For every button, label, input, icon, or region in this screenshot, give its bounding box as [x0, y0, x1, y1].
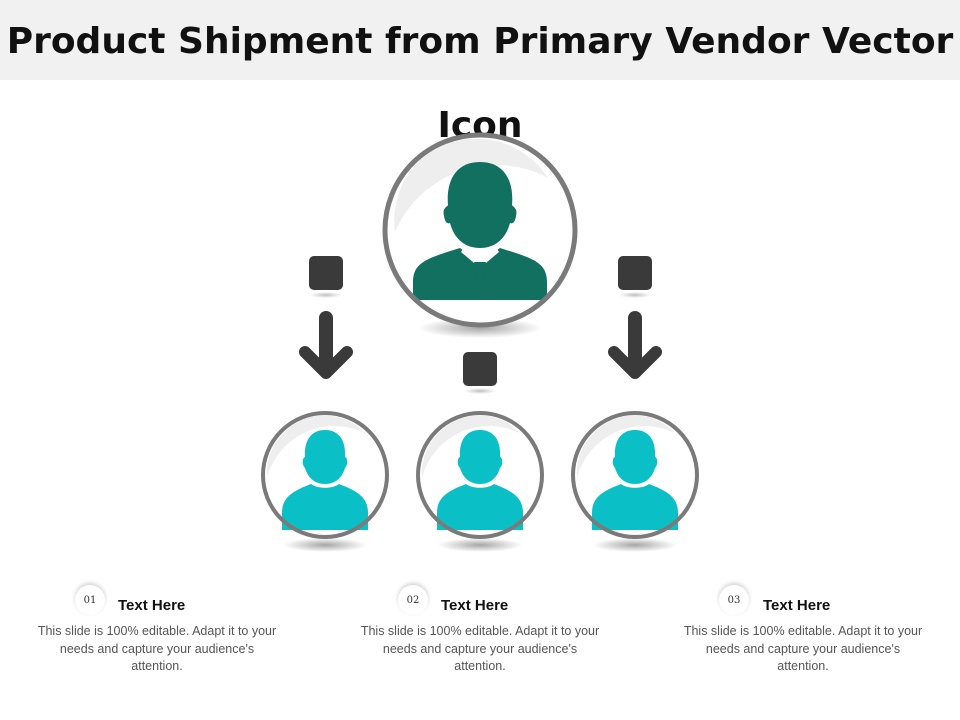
item-heading: Text Here [441, 597, 509, 614]
square-icon [618, 256, 652, 290]
arrow-down-icon [608, 311, 662, 379]
item-description: This slide is 100% editable. Adapt it to… [360, 624, 600, 673]
vendor-ring [382, 132, 578, 328]
recipient-node-3 [571, 411, 699, 552]
connector-right [608, 256, 662, 379]
number-badge: 02 [398, 585, 428, 615]
recipient-highlight [421, 415, 520, 477]
recipient-ring [416, 411, 544, 539]
recipient-ring [261, 411, 389, 539]
number-badge: 03 [719, 585, 749, 615]
connector-center [463, 352, 497, 394]
person-icon [592, 430, 678, 530]
vendor-node [382, 132, 578, 338]
vendor-highlight [394, 138, 548, 232]
square-icon [309, 256, 343, 290]
title-bar [0, 0, 960, 80]
recipient-highlight [266, 415, 365, 477]
businessman-icon [413, 162, 547, 300]
connector-left [299, 256, 353, 379]
page-title: Product Shipment from Primary Vendor Vec… [6, 21, 954, 146]
recipient-node-1 [261, 411, 389, 552]
recipient-shadow [283, 538, 367, 552]
vendor-shadow [418, 318, 542, 338]
recipient-shadow [593, 538, 677, 552]
item-heading: Text Here [118, 597, 186, 614]
square-icon [463, 352, 497, 386]
person-icon [437, 430, 523, 530]
item-heading: Text Here [763, 597, 831, 614]
recipient-highlight [576, 415, 675, 477]
recipient-ring [571, 411, 699, 539]
recipient-shadow [438, 538, 522, 552]
recipient-node-2 [416, 411, 544, 552]
arrow-down-icon [299, 311, 353, 379]
person-icon [282, 430, 368, 530]
item-description: This slide is 100% editable. Adapt it to… [37, 624, 277, 673]
number-badge: 01 [75, 585, 105, 615]
item-description: This slide is 100% editable. Adapt it to… [683, 624, 923, 673]
